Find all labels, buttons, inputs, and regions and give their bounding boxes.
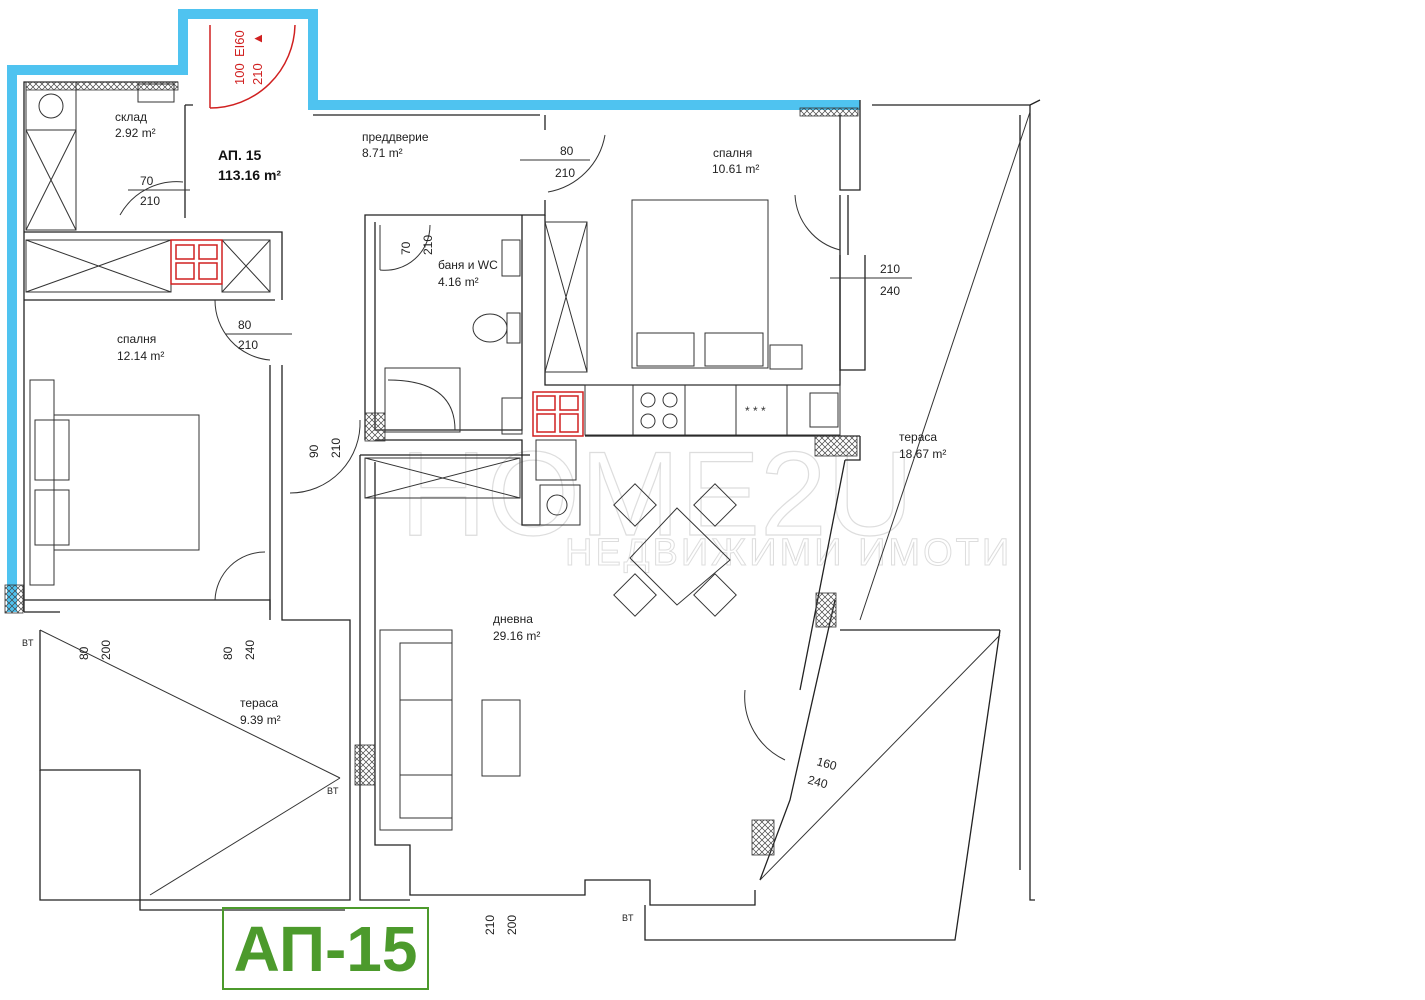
room-name: тераса xyxy=(240,696,278,710)
room-area: 12.14 m² xyxy=(117,349,164,363)
svg-text:210: 210 xyxy=(880,262,900,276)
apartment-area: 113.16 m² xyxy=(218,167,281,183)
svg-text:80: 80 xyxy=(560,144,574,158)
room-area: 9.39 m² xyxy=(240,713,281,727)
door-dimensions: 70 210 80 210 70 210 210 240 80 210 90 210 80 2… xyxy=(77,144,912,935)
svg-text:210: 210 xyxy=(250,63,265,85)
svg-text:80: 80 xyxy=(238,318,252,332)
svg-text:EI60: EI60 xyxy=(232,30,247,57)
svg-text:210: 210 xyxy=(421,235,435,255)
svg-text:210: 210 xyxy=(555,166,575,180)
bt-label: BT xyxy=(622,913,634,923)
room-name: преддверие xyxy=(362,130,429,144)
apartment-badge: АП-15 xyxy=(222,907,429,990)
svg-text:210: 210 xyxy=(238,338,258,352)
door-swings xyxy=(119,24,841,761)
svg-text:210: 210 xyxy=(483,915,497,935)
room-name: спалня xyxy=(713,146,752,160)
room-area: 29.16 m² xyxy=(493,629,540,643)
svg-text:200: 200 xyxy=(505,915,519,935)
svg-text:210: 210 xyxy=(329,438,343,458)
room-name: склад xyxy=(115,110,147,124)
entrance-door-label: 100 EI60 210 ▲ xyxy=(232,30,265,85)
svg-text:240: 240 xyxy=(243,640,257,660)
room-name: спалня xyxy=(117,332,156,346)
furniture: * * * xyxy=(25,81,841,831)
room-area: 8.71 m² xyxy=(362,146,403,160)
room-area: 10.61 m² xyxy=(712,162,759,176)
room-area: 18.67 m² xyxy=(899,447,946,461)
fridge-red-unit xyxy=(170,239,584,437)
bt-label: BT xyxy=(327,786,339,796)
exterior-wall-outline xyxy=(7,9,860,612)
svg-text:160: 160 xyxy=(815,754,838,773)
svg-text:210: 210 xyxy=(140,194,160,208)
svg-text:▲: ▲ xyxy=(250,32,265,45)
svg-text:* * *: * * * xyxy=(745,404,766,418)
room-name: дневна xyxy=(493,612,533,626)
svg-text:200: 200 xyxy=(99,640,113,660)
svg-text:70: 70 xyxy=(399,241,413,255)
svg-text:НЕДВИЖИМИ ИМОТИ: НЕДВИЖИМИ ИМОТИ xyxy=(565,532,1012,574)
svg-text:70: 70 xyxy=(140,174,154,188)
svg-text:90: 90 xyxy=(307,444,321,458)
svg-text:80: 80 xyxy=(221,646,235,660)
room-area: 4.16 m² xyxy=(438,275,479,289)
svg-text:100: 100 xyxy=(232,63,247,85)
svg-text:240: 240 xyxy=(880,284,900,298)
apartment-title: АП. 15 xyxy=(218,147,262,163)
room-area: 2.92 m² xyxy=(115,126,156,140)
room-name: тераса xyxy=(899,430,937,444)
bt-label: BT xyxy=(22,638,34,648)
svg-text:80: 80 xyxy=(77,646,91,660)
room-name: баня и WC xyxy=(438,258,498,272)
svg-text:240: 240 xyxy=(806,773,829,792)
